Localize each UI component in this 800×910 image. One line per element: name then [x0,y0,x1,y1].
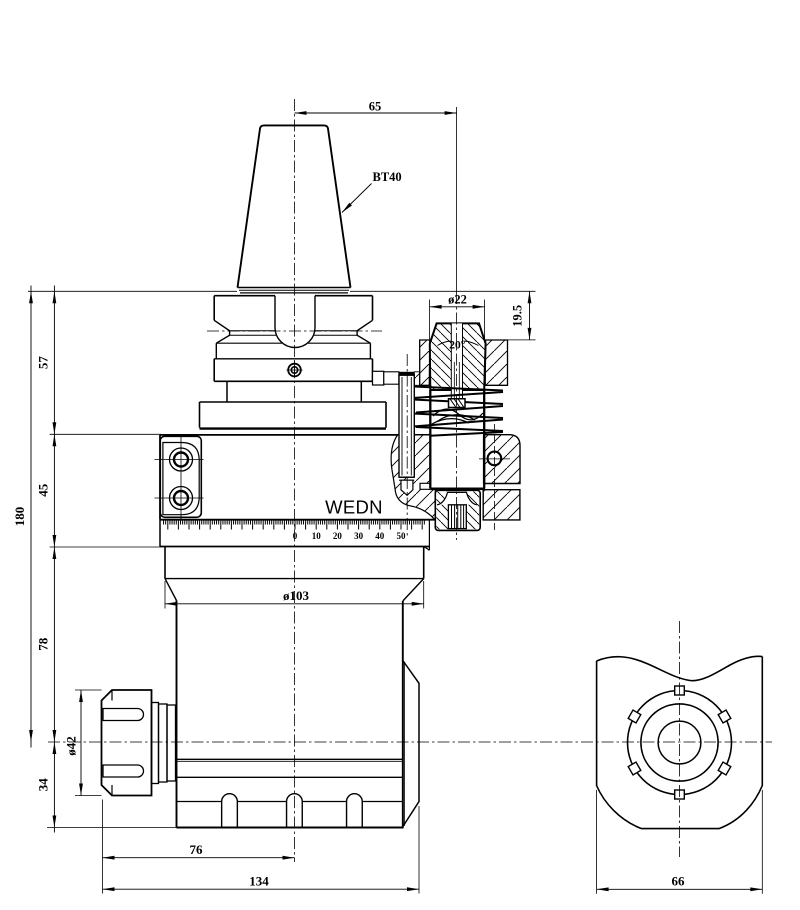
svg-text:20°: 20° [449,339,466,351]
svg-text:78: 78 [36,637,51,651]
svg-text:19.5: 19.5 [511,305,525,327]
svg-text:180: 180 [12,507,27,527]
svg-text:45: 45 [36,483,51,497]
svg-text:30: 30 [354,531,364,541]
svg-text:BT40: BT40 [373,170,402,184]
svg-text:65: 65 [369,100,382,114]
svg-text:34: 34 [36,778,51,792]
svg-text:50: 50 [397,531,407,541]
svg-text:ø103: ø103 [283,588,310,603]
svg-text:WEDN: WEDN [325,497,383,518]
svg-text:40: 40 [375,531,385,541]
svg-text:20: 20 [333,531,343,541]
svg-text:ø42: ø42 [64,736,79,756]
svg-text:ø22: ø22 [448,293,467,307]
svg-text:57: 57 [36,356,51,370]
svg-text:134: 134 [249,874,269,889]
svg-text:76: 76 [190,842,204,857]
svg-text:66: 66 [672,874,686,889]
svg-text:10: 10 [312,531,322,541]
svg-text:0: 0 [293,531,298,541]
